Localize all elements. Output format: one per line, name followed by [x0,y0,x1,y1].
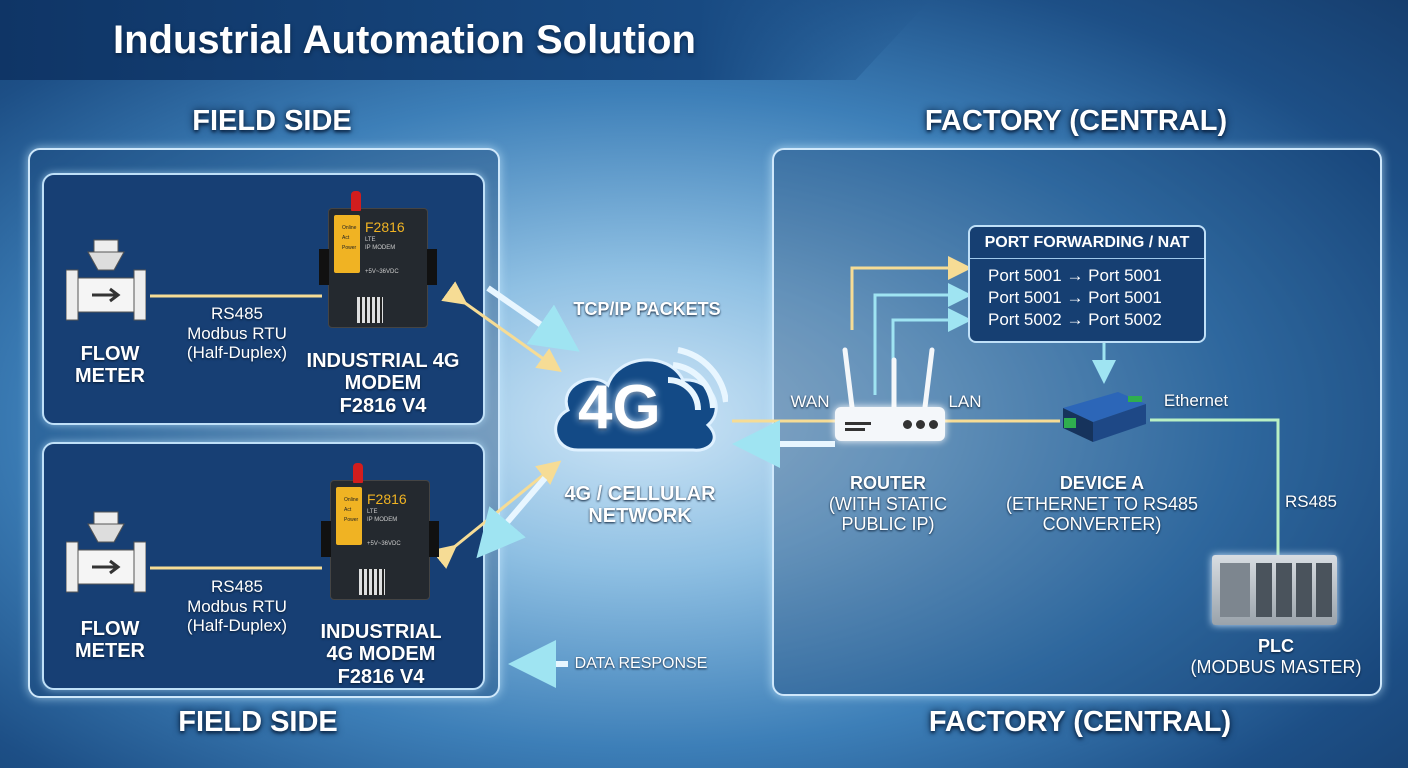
factory-title-top: FACTORY (CENTRAL) [924,105,1228,137]
rs485-plc-label: RS485 [1285,492,1337,511]
antenna-icon [351,191,361,211]
forward-line-2 [873,283,972,395]
converter-device-icon [1063,392,1146,442]
plc-icon [1212,555,1337,625]
page-title: Industrial Automation Solution [113,18,696,62]
port-rule: Port 5001 → Port 5001 [988,266,1162,285]
factory-title-bottom: FACTORY (CENTRAL) [928,706,1232,738]
router-icon [835,407,945,441]
uplink-arrow-2 [431,460,562,569]
header-band [0,0,930,80]
downlink-arrow-2 [476,476,548,559]
port-rule: Port 5001 → Port 5001 [988,288,1162,307]
data-response-label: DATA RESPONSE [574,655,708,672]
router-antennas [842,347,935,410]
cloud-icon [554,347,728,452]
tcp-ip-packets-label: TCP/IP PACKETS [573,299,721,319]
qr-code-icon [359,569,385,595]
antenna-icon [353,463,363,483]
uplink-arrow-1 [441,281,562,372]
downlink-arrow-1 [486,285,580,352]
flow-meter-icon-1 [66,239,146,321]
qr-code-icon [357,297,383,323]
cloud-4g-text: 4G [578,373,661,442]
lan-label: LAN [948,392,982,411]
ethernet-label: Ethernet [1163,391,1229,410]
signal-waves-icon [667,347,728,411]
forward-line-1 [850,256,972,330]
plc-label: PLC(MODBUS MASTER) [1190,636,1362,677]
field-side-title-top: FIELD SIDE [192,105,352,137]
port-forwarding-box: PORT FORWARDING / NAT Port 5001 → Port 5… [968,225,1206,343]
port-rule: Port 5002 → Port 5002 [988,310,1162,329]
wan-label: WAN [790,392,830,411]
port-forwarding-title: PORT FORWARDING / NAT [970,227,1204,259]
field-side-title-bottom: FIELD SIDE [178,706,338,738]
ethernet-rs485-line [1150,418,1280,560]
flow-meter-icon-2 [66,511,146,593]
